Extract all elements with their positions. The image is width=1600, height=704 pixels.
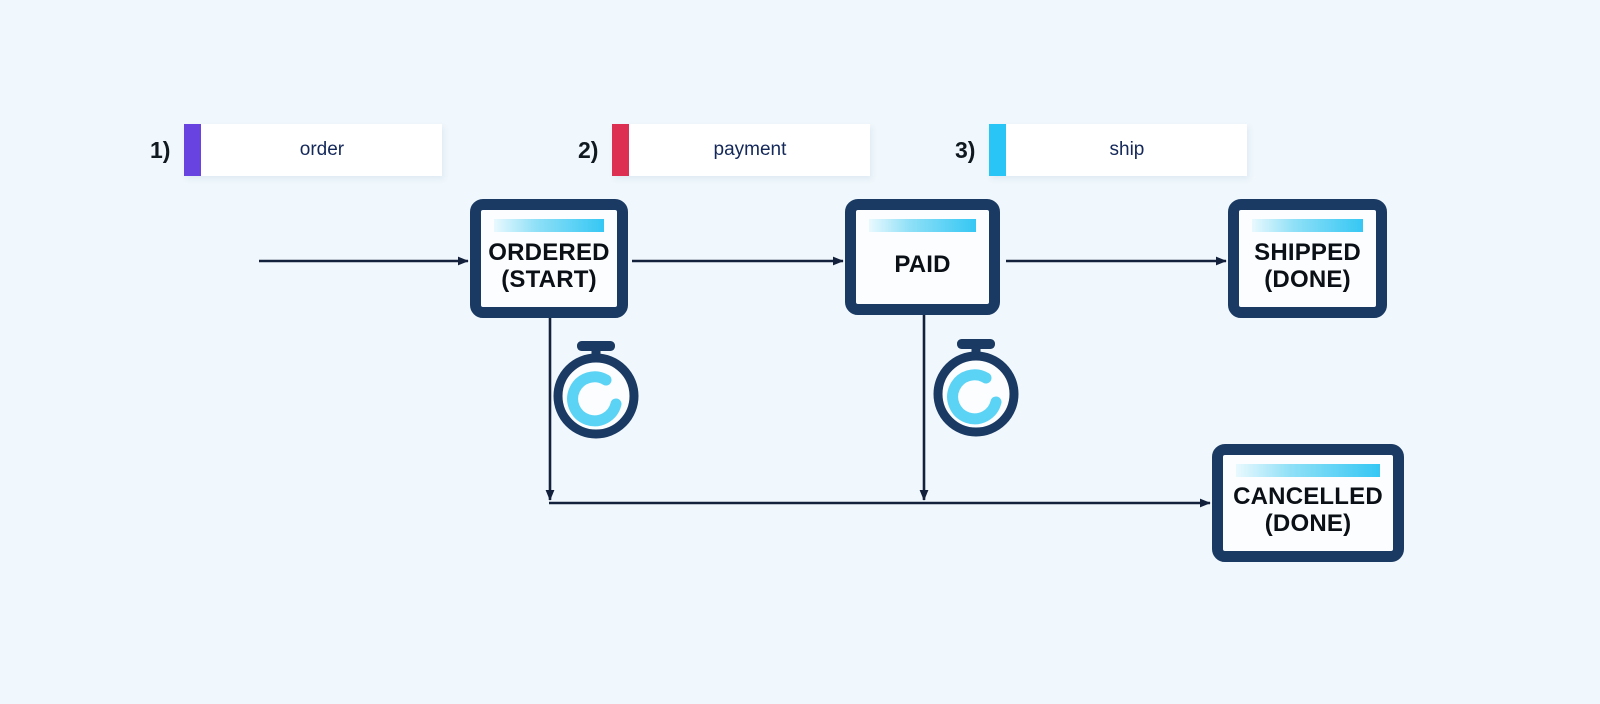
legend-color-bar: [989, 124, 1007, 176]
state-node-cancelled[interactable]: CANCELLED (DONE): [1212, 444, 1404, 562]
state-node-paid[interactable]: PAID: [845, 199, 1000, 315]
state-accent-bar: [869, 219, 976, 232]
legend-label: order: [299, 139, 345, 160]
state-label-line1: PAID: [894, 250, 951, 278]
legend-color-bar: [612, 124, 630, 176]
state-label-line1: CANCELLED: [1233, 483, 1383, 511]
legend-label: ship: [1109, 139, 1145, 160]
state-accent-bar: [1236, 464, 1380, 477]
state-label-shipped: SHIPPED (DONE): [1239, 232, 1376, 307]
state-accent-bar: [494, 219, 604, 232]
state-label-line1: SHIPPED: [1254, 238, 1361, 266]
legend-label: payment: [713, 139, 787, 160]
state-label-line2: (DONE): [1264, 265, 1351, 293]
state-label-line2: (START): [501, 265, 597, 293]
legend-card: order: [184, 124, 443, 176]
legend-card: ship: [989, 124, 1248, 176]
legend-item-order: 1) order: [150, 124, 443, 176]
state-label-line2: (DONE): [1264, 510, 1352, 537]
legend-item-ship: 3) ship: [955, 124, 1248, 176]
state-label-paid: PAID: [856, 232, 989, 304]
state-label-line1: ORDERED: [488, 238, 610, 266]
state-label-ordered: ORDERED (START): [481, 232, 617, 307]
legend-index: 3): [955, 136, 976, 163]
stopwatch-icon: [933, 339, 1019, 437]
stopwatch-icon: [553, 341, 639, 439]
legend-index: 2): [578, 136, 599, 163]
legend-item-payment: 2) payment: [578, 124, 871, 176]
legend-card: payment: [612, 124, 871, 176]
state-node-shipped[interactable]: SHIPPED (DONE): [1228, 199, 1387, 318]
state-accent-bar: [1252, 219, 1363, 232]
legend-color-bar: [184, 124, 202, 176]
state-label-cancelled: CANCELLED (DONE): [1223, 477, 1393, 551]
state-node-ordered[interactable]: ORDERED (START): [470, 199, 628, 318]
legend-index: 1): [150, 136, 171, 163]
